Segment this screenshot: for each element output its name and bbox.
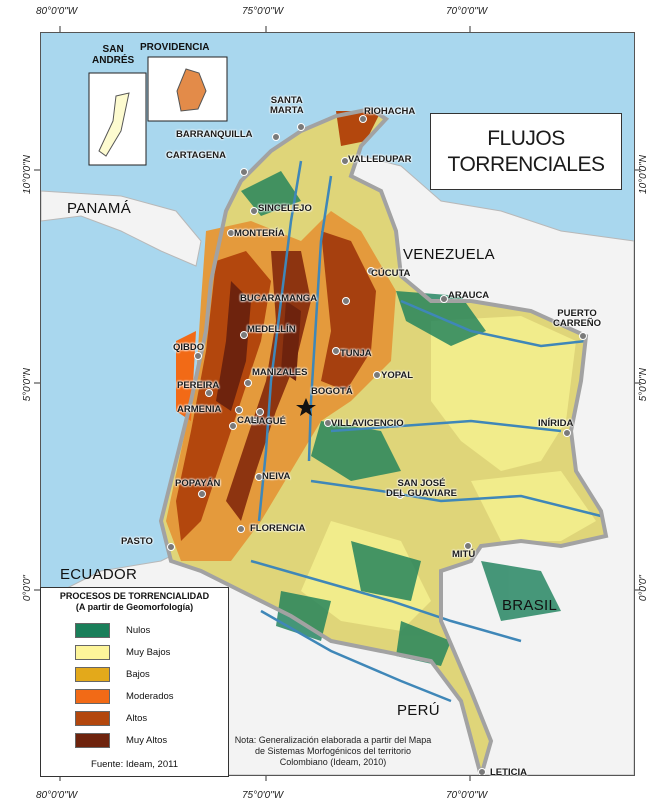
city-label-san-jose: SAN JOSÉ DEL GUAVIARE (386, 479, 457, 499)
coord-bottom-75w: 75°0'0"W (242, 790, 284, 801)
city-label-santa-marta: SANTA MARTA (270, 96, 304, 116)
legend-swatch (75, 623, 110, 638)
legend-item: Nulos (75, 623, 150, 638)
city-label-bucaramanga: BUCARAMANGA (240, 293, 318, 304)
legend-swatch (75, 667, 110, 682)
legend-swatch (75, 733, 110, 748)
city-label-bogota: BOGOTÁ (311, 386, 353, 397)
city-label-cucuta: CÚCUTA (371, 268, 411, 279)
city-label-puerto-carreno-1: PUERTO (557, 308, 597, 319)
legend-item-label: Muy Altos (126, 735, 168, 746)
map-note: Nota: Generalización elaborada a partir … (228, 735, 438, 768)
city-label-yopal: YOPAL (381, 370, 414, 381)
city-label-pasto: PASTO (121, 536, 153, 547)
city-label-mitu: MITÚ (452, 549, 476, 560)
coord-top-80w: 80°0'0"W (36, 6, 78, 17)
legend-title-line2: (A partir de Geomorfología) (75, 602, 194, 612)
map-title-line2: TORRENCIALES (447, 152, 606, 176)
city-label-monteria: MONTERÍA (234, 228, 285, 239)
city-label-leticia: LETICIA (490, 767, 527, 778)
city-label-santa-marta-2: MARTA (270, 105, 304, 116)
city-label-manizales: MANIZALES (252, 367, 308, 378)
city-label-inirida: INÍRIDA (538, 418, 574, 429)
legend-item-label: Moderados (126, 691, 174, 702)
country-label-venezuela: VENEZUELA (403, 246, 495, 263)
city-label-barranquilla: BARRANQUILLA (176, 129, 253, 140)
legend-swatch (75, 689, 110, 704)
inset-label-providencia: PROVIDENCIA (140, 42, 210, 53)
city-label-armenia: ARMENIA (177, 404, 222, 415)
coord-top-75w: 75°0'0"W (242, 6, 284, 17)
city-label-san-jose-2: DEL GUAVIARE (386, 488, 457, 499)
inset-panels (88, 56, 228, 166)
legend-item: Muy Bajos (75, 645, 170, 660)
country-label-ecuador: ECUADOR (60, 566, 138, 583)
map-title-line1: FLUJOS (487, 126, 565, 150)
legend-item-label: Bajos (126, 669, 150, 680)
city-label-valledupar: VALLEDUPAR (348, 154, 412, 165)
city-label-sincelejo: SINCELEJO (258, 203, 312, 214)
map-note-line2: de Sistemas Morfogénicos del territorio (254, 746, 412, 756)
legend-source: Fuente: Ideam, 2011 (91, 759, 178, 770)
country-label-panama: PANAMÁ (67, 200, 132, 217)
inset-label-san-andres: SAN ANDRÉS (92, 44, 134, 66)
country-label-brasil: BRASIL (502, 597, 558, 614)
legend-item-label: Muy Bajos (126, 647, 171, 658)
legend-item: Moderados (75, 689, 174, 704)
map-note-line3: Colombiano (Ideam, 2010) (279, 757, 387, 767)
city-label-riohacha: RIOHACHA (364, 106, 416, 117)
national-border (158, 106, 609, 775)
city-label-ibague: IBAGUÉ (249, 416, 286, 427)
rivers (250, 160, 602, 703)
legend-swatch (75, 711, 110, 726)
city-label-medellin: MEDELLÍN (247, 324, 296, 335)
city-label-quibdo: QIBDO (173, 342, 205, 353)
legend-item: Muy Altos (75, 733, 167, 748)
capital-star (296, 398, 316, 416)
country-label-peru: PERÚ (397, 702, 440, 719)
map-note-line1: Nota: Generalización elaborada a partir … (234, 735, 432, 745)
city-label-puerto-carreno: PUERTO CARREÑO (553, 309, 601, 329)
legend-item-label: Altos (126, 713, 148, 724)
city-label-cali: CALI (237, 415, 260, 426)
city-label-puerto-carreno-2: CARREÑO (553, 318, 602, 329)
legend-swatch (75, 645, 110, 660)
legend-item-label: Nulos (126, 625, 151, 636)
city-label-santa-marta-1: SANTA (270, 95, 303, 106)
coord-top-70w: 70°0'0"W (446, 6, 488, 17)
legend-title: PROCESOS DE TORRENCIALIDAD (A partir de … (41, 591, 228, 613)
city-label-villavicencio: VILLAVICENCIO (331, 418, 404, 429)
city-label-popayan: POPAYÁN (175, 478, 221, 489)
muy-bajos-areas (301, 316, 596, 631)
map-title-box: FLUJOS TORRENCIALES (430, 113, 622, 190)
city-label-cartagena: CARTAGENA (166, 150, 226, 161)
city-label-florencia: FLORENCIA (250, 523, 306, 534)
city-label-arauca: ARAUCA (448, 290, 490, 301)
coord-bottom-70w: 70°0'0"W (446, 790, 488, 801)
city-label-pereira: PEREIRA (177, 380, 220, 391)
legend-panel: PROCESOS DE TORRENCIALIDAD (A partir de … (40, 587, 229, 777)
legend-item: Altos (75, 711, 147, 726)
city-label-tunja: TUNJA (340, 348, 372, 359)
legend-item: Bajos (75, 667, 150, 682)
city-label-san-jose-1: SAN JOSÉ (397, 478, 446, 489)
coord-bottom-80w: 80°0'0"W (36, 790, 78, 801)
inset-label-san-andres-1: SAN (102, 44, 124, 55)
legend-title-line1: PROCESOS DE TORRENCIALIDAD (59, 591, 210, 601)
inset-label-san-andres-2: ANDRÉS (92, 55, 135, 66)
city-label-neiva: NEIVA (262, 471, 291, 482)
city-markers (167, 115, 587, 775)
